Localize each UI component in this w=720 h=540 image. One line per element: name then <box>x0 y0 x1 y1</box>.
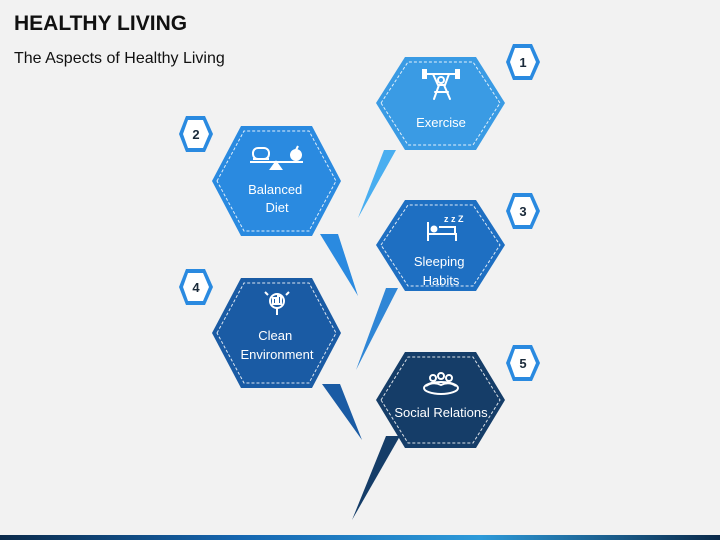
aspect-clean-environment-label-line2: Environment <box>241 347 314 362</box>
aspect-clean-environment-dash <box>216 282 337 384</box>
number-badge-4-text: 4 <box>192 280 200 295</box>
number-badge-1-text: 1 <box>519 55 526 70</box>
page-subtitle: The Aspects of Healthy Living <box>14 50 225 67</box>
aspect-sleeping-habits-label-line2: Habits <box>423 273 460 288</box>
footer-accent-bar <box>0 535 720 540</box>
svg-text:Sleeping Habits: Sleeping Habits <box>414 254 468 288</box>
aspect-exercise-tail <box>358 150 396 218</box>
aspect-social-relations: Social Relations <box>352 352 505 520</box>
number-badge-3-text: 3 <box>519 204 526 219</box>
aspect-sleeping-habits-tail <box>356 288 398 370</box>
aspect-sleeping-habits-label-line1: Sleeping <box>414 254 465 269</box>
number-badge-3: 3 <box>506 193 540 229</box>
aspect-clean-environment: Clean Environment <box>212 278 362 440</box>
people-group-icon <box>423 372 459 395</box>
svg-text:Balanced Diet: Balanced Diet <box>248 182 306 215</box>
number-badge-4: 4 <box>179 269 213 305</box>
aspect-balanced-diet-hexagon <box>212 126 341 236</box>
aspect-balanced-diet: Balanced Diet <box>212 126 358 296</box>
aspect-sleeping-habits: z z Z Sleeping Habits <box>356 200 505 370</box>
aspect-exercise: Exercise <box>358 57 505 218</box>
aspect-exercise-hexagon <box>376 57 505 150</box>
aspect-social-relations-dash <box>380 356 501 444</box>
aspect-sleeping-habits-hexagon <box>376 200 505 291</box>
page-title: HEALTHY LIVING <box>14 12 188 35</box>
number-badge-2: 2 <box>179 116 213 152</box>
scale-and-apple-icon <box>250 145 303 170</box>
sleeping-bed-icon <box>427 222 457 241</box>
svg-text:Clean Environment: Clean Environment <box>241 328 314 362</box>
sleep-z-letters: z z Z <box>444 214 464 224</box>
weightlifter-icon <box>422 69 460 100</box>
number-badge-1: 1 <box>506 44 540 80</box>
number-badge-5-text: 5 <box>519 356 526 371</box>
aspect-social-relations-hexagon <box>376 352 505 448</box>
aspect-social-relations-label: Social Relations <box>394 405 488 420</box>
aspect-exercise-label: Exercise <box>416 115 466 130</box>
aspect-balanced-diet-label-line1: Balanced <box>248 182 302 197</box>
number-badge-5: 5 <box>506 345 540 381</box>
aspect-balanced-diet-label-line2: Diet <box>265 200 289 215</box>
aspect-clean-environment-label-line1: Clean <box>258 328 292 343</box>
aspect-clean-environment-tail <box>322 384 362 440</box>
aspect-clean-environment-hexagon <box>212 278 341 388</box>
aspect-balanced-diet-tail <box>320 234 358 296</box>
aspect-sleeping-habits-dash <box>380 204 501 287</box>
eco-city-icon <box>264 291 290 315</box>
aspect-social-relations-tail <box>352 436 400 520</box>
number-badge-2-text: 2 <box>192 127 199 142</box>
aspect-balanced-diet-dash <box>216 130 337 232</box>
svg-text:Exercise: Exercise <box>416 115 466 130</box>
svg-text:Social Relations: Social Relations <box>394 405 488 420</box>
